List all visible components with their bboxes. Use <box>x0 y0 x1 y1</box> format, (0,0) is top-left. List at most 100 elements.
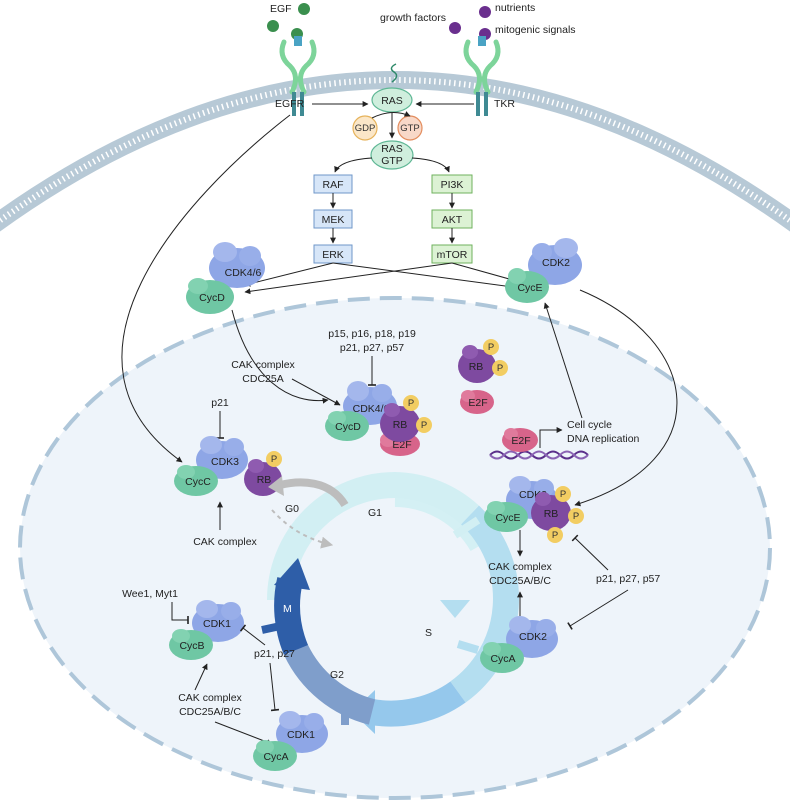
svg-text:CycB: CycB <box>179 640 204 652</box>
svg-text:CDK4/6: CDK4/6 <box>353 403 390 415</box>
g2-label: G2 <box>330 669 344 681</box>
cdk1-cycb-complex: CDK1 CycB <box>169 600 244 660</box>
cycb-protein: CycB <box>169 629 213 660</box>
cak-cdc25a-arrow <box>291 378 341 406</box>
tkr-label: TKR <box>494 98 515 110</box>
pi3k-box: PI3K <box>431 174 473 194</box>
gtp-node: GTP <box>397 115 423 141</box>
cycd-protein-nuc: CycD <box>325 411 369 441</box>
ras-to-pi3k-arrow <box>411 157 450 173</box>
erk-to-cdk46-arrow <box>244 262 334 287</box>
p21-p27-p57-to-cdk2e-tee <box>571 534 609 571</box>
erk-to-cdk2-arrow <box>332 262 521 291</box>
raf-box: RAF <box>313 174 353 194</box>
m-arrowhead <box>274 558 310 590</box>
growth-factors-label: growth factors <box>380 12 446 24</box>
svg-text:CycD: CycD <box>335 421 361 433</box>
svg-text:CycE: CycE <box>495 512 520 524</box>
svg-text:P: P <box>573 511 579 522</box>
svg-text:RAF: RAF <box>323 179 344 191</box>
dna-e2f: E2F <box>502 428 538 452</box>
svg-text:mTOR: mTOR <box>437 249 468 261</box>
cak-to-cdk1b-arrow <box>194 663 208 691</box>
g2-arc <box>284 644 376 725</box>
svg-text:GTP: GTP <box>381 155 403 167</box>
cdk46-protein: CDK4/6 <box>209 242 265 288</box>
cyce-to-nucleus-arrow <box>574 289 678 507</box>
cak-cdk3-label: CAK complex <box>193 536 257 548</box>
svg-text:RAS: RAS <box>381 143 403 155</box>
mek-box: MEK <box>313 209 353 229</box>
g0-label: G0 <box>285 503 299 515</box>
mtor-to-cdk46-arrow <box>244 262 453 295</box>
wee1-myt1-label: Wee1, Myt1 <box>122 588 178 600</box>
ras-to-raf-arrow <box>334 157 373 173</box>
svg-text:CycA: CycA <box>490 653 515 665</box>
inhibitors-line1: p15, p16, p18, p19 <box>328 328 416 340</box>
free-rb-phospho: RB P P <box>458 339 508 383</box>
svg-text:CDK3: CDK3 <box>211 456 239 468</box>
svg-text:P: P <box>488 342 494 353</box>
svg-text:CDK2: CDK2 <box>519 631 547 643</box>
p21-p27-to-cdk1a-tee <box>269 662 280 712</box>
cdk2-cyca-complex: CDK2 CycA <box>480 616 558 673</box>
erk-box: ERK <box>313 244 353 264</box>
phospho-group: P <box>416 417 432 433</box>
p21-cdk3-label: p21 <box>211 397 229 409</box>
mtor-box: mTOR <box>431 244 473 264</box>
phospho-group: P <box>568 508 584 524</box>
s-label: S <box>425 627 432 639</box>
gdp-gtp-exchange-arrow <box>371 111 411 119</box>
phospho-group: P <box>403 395 419 411</box>
svg-text:GTP: GTP <box>400 123 420 134</box>
wee1-myt1-tee <box>171 602 189 624</box>
transcription-start-arrow <box>539 427 563 448</box>
svg-text:MEK: MEK <box>322 214 345 226</box>
cak-left-line1: CAK complex <box>178 692 242 704</box>
cell-cycle-wheel <box>261 471 519 734</box>
cdk3-cycc-rb-complex: CDK3 CycC RB P <box>174 436 282 496</box>
svg-text:CycC: CycC <box>185 476 211 488</box>
p21-p27-to-cdk1b-tee <box>239 624 266 646</box>
svg-text:P: P <box>271 454 277 465</box>
svg-text:CycD: CycD <box>199 292 225 304</box>
phospho-group: P <box>492 360 508 376</box>
m-arc <box>274 577 309 656</box>
phospho-group: P <box>547 527 563 543</box>
svg-text:RB: RB <box>393 419 408 431</box>
egf-label: EGF <box>270 3 292 15</box>
cdk1-protein-a: CDK1 <box>276 711 328 753</box>
rb-protein-cdk3: RB <box>244 459 282 496</box>
cdk2-cyce-complex-top: CDK2 CycE <box>505 238 582 303</box>
svg-text:CDK2: CDK2 <box>542 257 570 269</box>
cdk1-protein-b: CDK1 <box>192 600 244 642</box>
svg-text:E2F: E2F <box>468 397 487 409</box>
svg-text:AKT: AKT <box>442 214 463 226</box>
akt-box: AKT <box>431 209 473 229</box>
dna-helix <box>489 450 589 460</box>
g1-label: G1 <box>368 507 382 519</box>
svg-text:CycA: CycA <box>263 751 288 763</box>
svg-text:E2F: E2F <box>392 439 411 451</box>
phospho-group: P <box>555 486 571 502</box>
egfr-to-cdk3-arrow <box>121 114 291 463</box>
cell-cycle-label: Cell cycle <box>567 419 612 431</box>
svg-text:P: P <box>552 530 558 541</box>
g1-arc <box>267 471 479 601</box>
rb-protein-nuc: RB <box>380 403 420 442</box>
cak-cdc25a-line1: CAK complex <box>231 359 295 371</box>
cdk46-cycd-complex-top: CDK4/6 CycD <box>186 242 265 314</box>
g1-s-arrowhead <box>440 600 470 618</box>
cak-cdc25a-line2: CDC25A <box>242 373 283 385</box>
nucleus <box>18 296 772 800</box>
nutrients-label: nutrients <box>495 2 535 14</box>
cak-right-line1: CAK complex <box>488 561 552 573</box>
cycd-protein: CycD <box>186 278 234 314</box>
cdk46-cycd-rb-e2f-complex: CDK4/6 CycD E2F RB P P <box>325 381 432 456</box>
mitogenic-signals-label: mitogenic signals <box>495 24 576 36</box>
cyce-protein-nuc: CycE <box>484 501 528 532</box>
svg-text:CDK4/6: CDK4/6 <box>225 267 262 279</box>
svg-text:P: P <box>497 363 503 374</box>
p21-p27-left-label: p21, p27 <box>254 648 295 660</box>
